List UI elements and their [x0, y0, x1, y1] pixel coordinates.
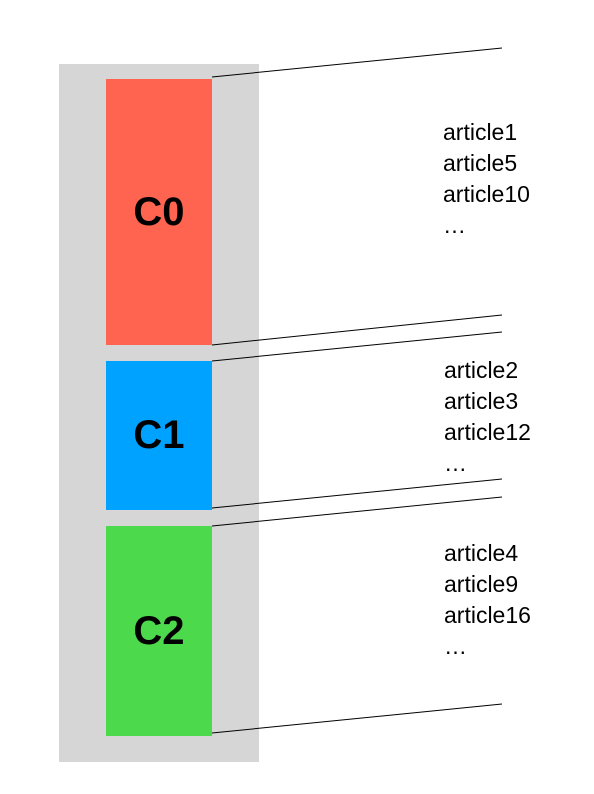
list-item: article4: [444, 540, 519, 566]
cluster-c1-block: C1: [106, 361, 212, 510]
c2-article-list: article4 article9 article16 …: [444, 538, 531, 662]
c0-top-connector: [211, 47, 503, 78]
list-item: article1: [443, 119, 518, 145]
c0-bottom-connector: [211, 314, 503, 346]
cluster-c0-label: C0: [133, 189, 185, 234]
list-item: article12: [444, 419, 531, 445]
cluster-c2-block: C2: [106, 526, 212, 736]
list-item: …: [443, 212, 466, 238]
list-item: …: [444, 450, 467, 476]
c1-top-connector: [211, 331, 503, 362]
list-item: article10: [443, 181, 530, 207]
list-item: article16: [444, 602, 531, 628]
list-item: article3: [444, 388, 519, 414]
c2-bottom-connector: [211, 703, 503, 734]
cluster-c0-block: C0: [106, 79, 212, 345]
list-item: article2: [444, 357, 519, 383]
list-item: …: [444, 633, 467, 659]
c1-article-list: article2 article3 article12 …: [444, 355, 531, 479]
c2-top-connector: [211, 496, 503, 527]
list-item: article5: [443, 150, 518, 176]
c0-article-list: article1 article5 article10 …: [443, 117, 530, 241]
list-item: article9: [444, 571, 519, 597]
c1-bottom-connector: [211, 478, 503, 509]
cluster-c1-label: C1: [133, 413, 185, 457]
cluster-c2-label: C2: [133, 608, 185, 653]
